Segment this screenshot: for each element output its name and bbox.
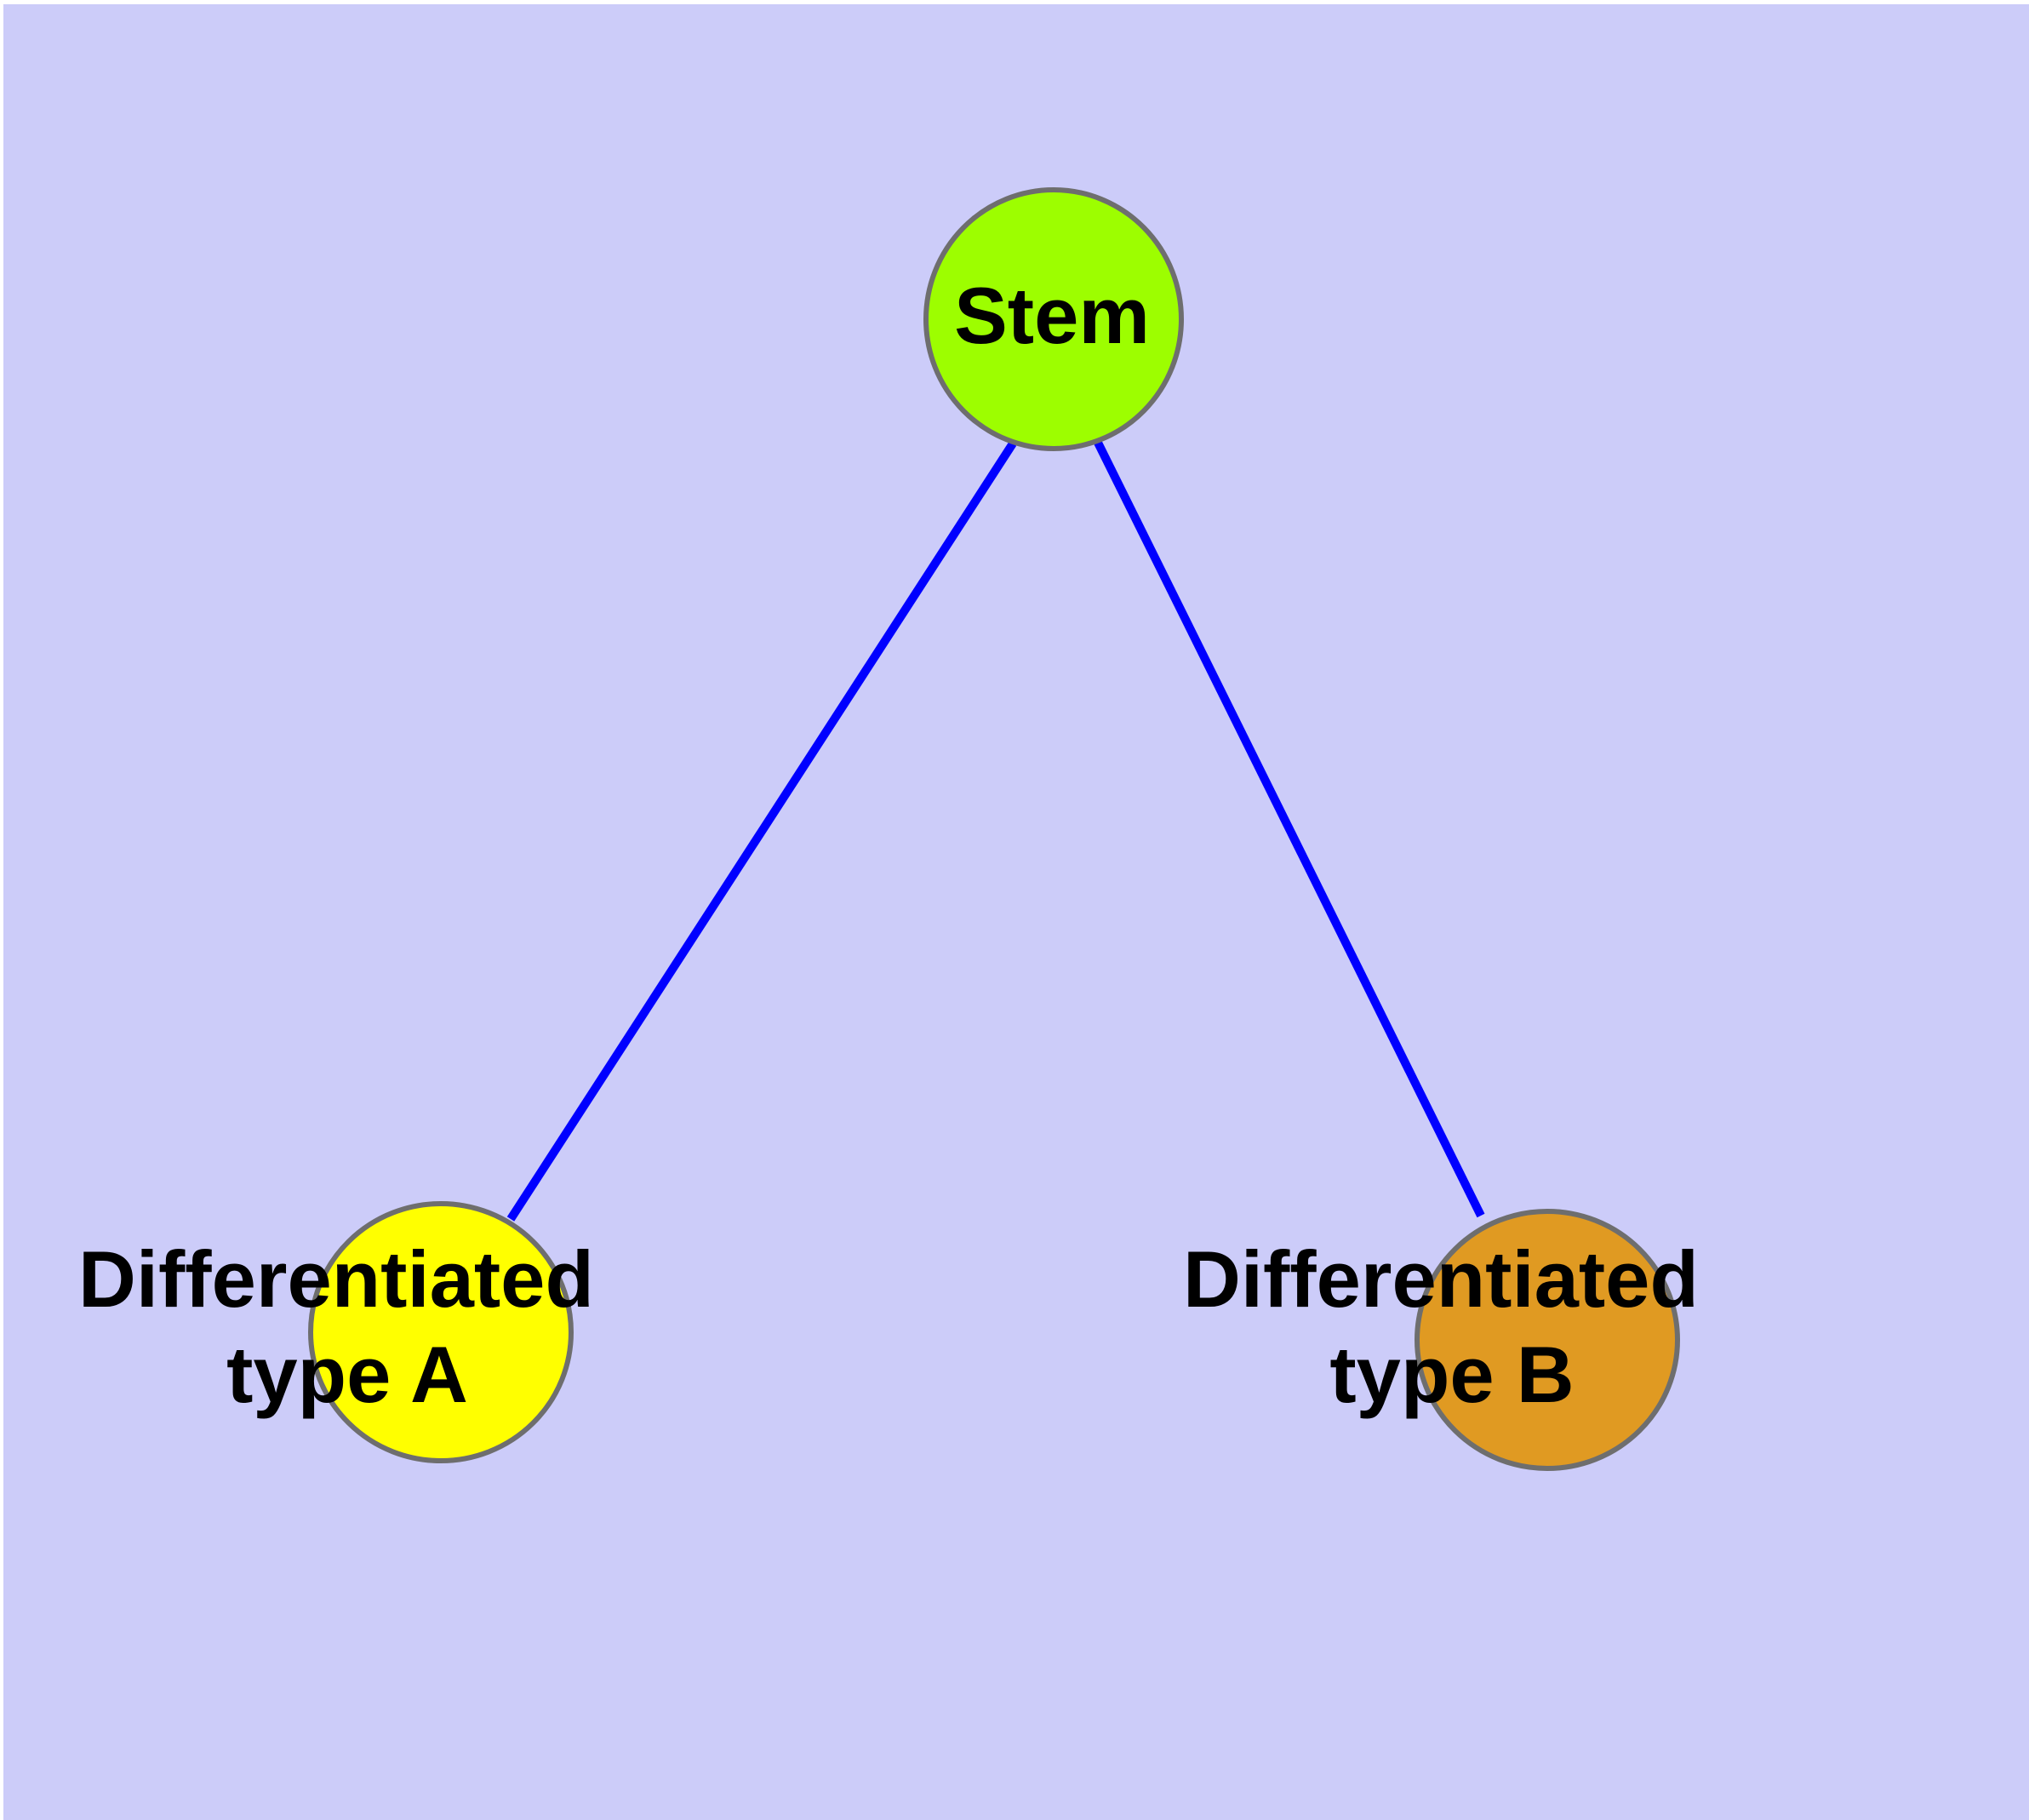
edge-stem-to-type-a [506,441,1017,1222]
node-differentiated-type-b-label-line-2: type B [1329,1330,1574,1419]
node-differentiated-type-a-label-line-2: type A [226,1330,468,1419]
node-differentiated-type-b[interactable] [1415,1209,1680,1471]
node-differentiated-type-a-shape[interactable] [308,1201,574,1463]
node-stem[interactable] [923,187,1184,451]
node-differentiated-type-b-label: Differentiated type B [1183,1234,1721,1419]
node-differentiated-type-b-shape[interactable] [1415,1209,1680,1471]
node-differentiated-type-a[interactable] [308,1201,574,1463]
labels-layer: Stem Differentiated type A Differentiate… [78,271,1721,1419]
node-differentiated-type-a-label-line-1: Differentiated [78,1234,594,1324]
node-differentiated-type-a-label: Differentiated type A [78,1234,616,1419]
node-differentiated-type-b-label-line-1: Differentiated [1183,1234,1699,1324]
node-stem-label-line-1: Stem [954,271,1150,360]
edges-layer [506,440,1485,1222]
node-stem-label: Stem [954,271,1150,360]
node-stem-shape[interactable] [923,187,1184,451]
nodes-layer [308,187,1680,1471]
edge-stem-to-type-b [1094,440,1485,1218]
